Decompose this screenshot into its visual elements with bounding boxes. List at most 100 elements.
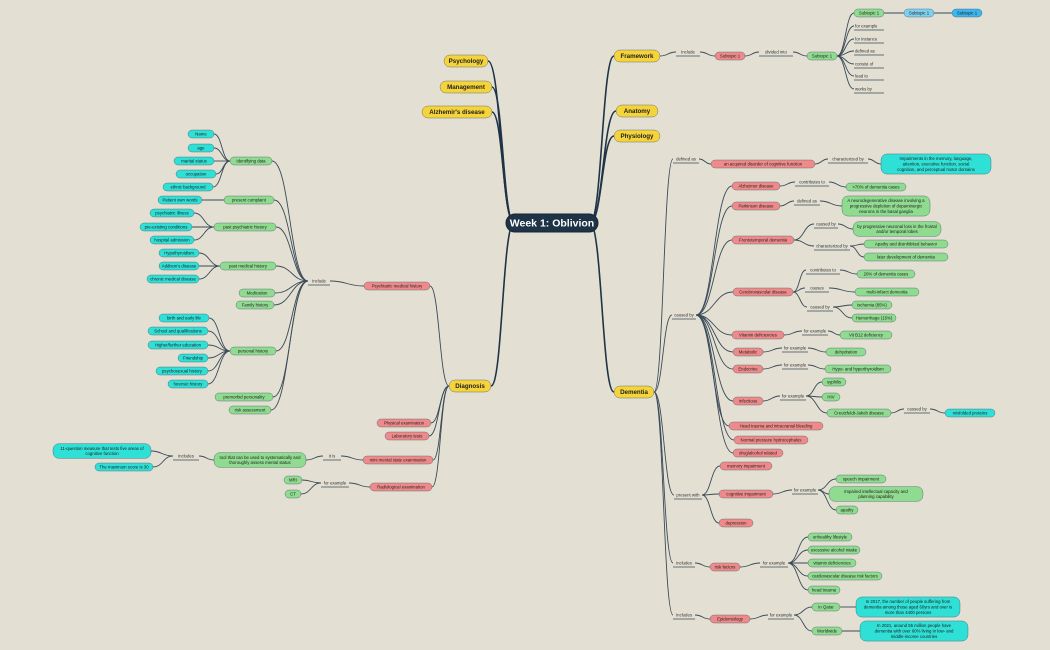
topic-diagnosis[interactable]: Diagnosis <box>448 379 492 393</box>
topic-physiology[interactable]: Physiology <box>613 129 661 143</box>
past-med[interactable]: past medical history <box>219 261 277 271</box>
fw-defined-as[interactable]: defined as <box>854 49 884 56</box>
mmse-includes[interactable]: includes <box>173 454 199 461</box>
cognitive[interactable]: cognitive impairment <box>718 489 774 499</box>
id-age[interactable]: age <box>187 143 215 153</box>
pp-admission[interactable]: hospital admission <box>149 235 195 245</box>
dem-acquired[interactable]: an acquired disorder of cognitive functi… <box>710 159 816 169</box>
pm-chronic[interactable]: chronic medical disease <box>146 274 200 284</box>
epi-qatar-text[interactable]: In 2017, the number of people suffering … <box>855 596 961 618</box>
endo[interactable]: Endocrine <box>732 364 764 374</box>
medication[interactable]: Medication <box>238 288 276 298</box>
fw-subtopic1e[interactable]: Subtopic 1 <box>951 8 983 18</box>
mmse-11q[interactable]: 11-question measure that tests five area… <box>52 443 152 459</box>
ph-birth[interactable]: birth and early life <box>158 313 210 323</box>
vit-for-example[interactable]: for example <box>802 329 828 336</box>
topic-management[interactable]: Management <box>439 80 493 94</box>
pmh[interactable]: Psychiatric medical history <box>363 281 431 291</box>
radio-mri[interactable]: MRI <box>283 475 303 485</box>
inf-syphilis[interactable]: syphilis <box>821 377 847 387</box>
lab-tests[interactable]: Laboratory tests <box>384 431 430 441</box>
epi[interactable]: Epidemiology <box>709 614 751 624</box>
cog-for-example[interactable]: for example <box>792 488 818 495</box>
cvd-contributes[interactable]: contributes to <box>806 268 840 275</box>
met-dehydration[interactable]: dehydration <box>825 347 867 357</box>
pm-hypo[interactable]: Hypothyroidism <box>158 248 200 258</box>
inf-cjd[interactable]: Creutzfeldt-Jakob disease <box>826 408 892 418</box>
dem-defined-as[interactable]: defined as <box>673 157 699 164</box>
fw-lead-to[interactable]: lead to <box>854 74 884 81</box>
ftd-apathy[interactable]: Apathy and disinhibited behavior <box>863 239 949 249</box>
diag-include[interactable]: Include <box>308 279 330 286</box>
ph-school[interactable]: School and qualifications <box>147 326 209 336</box>
risk-unhealthy[interactable]: unhealthy lifestyle <box>807 532 853 542</box>
fw-subtopic1d[interactable]: Subtopic 1 <box>903 8 935 18</box>
drug[interactable]: drug/alcohol related <box>732 448 784 458</box>
risk-vitamin[interactable]: vitamin deficiencies <box>807 558 857 568</box>
head-trauma[interactable]: Head trauma and intracranial bleeding <box>728 421 824 431</box>
inf-caused-by[interactable]: caused by <box>904 407 930 414</box>
fw-divided[interactable]: divided into <box>759 50 793 57</box>
dem-present[interactable]: present with <box>674 493 702 500</box>
park-defined[interactable]: defined as <box>794 199 820 206</box>
fw-for-example[interactable]: for example <box>854 24 884 31</box>
pp-illness[interactable]: psychiatric illness <box>149 208 195 218</box>
inf-prions[interactable]: misfolded proteins <box>944 408 996 418</box>
id-name[interactable]: Name <box>187 129 215 139</box>
fw-subtopic1[interactable]: Subtopic 1 <box>714 51 746 61</box>
fw-consist-of[interactable]: consist of <box>854 62 884 69</box>
dem-caused-by[interactable]: caused by <box>672 313 696 320</box>
past-psych[interactable]: past psychiatric history <box>213 222 277 232</box>
epi-world[interactable]: Worldwide <box>811 626 843 636</box>
endo-thyroid[interactable]: Hypo- and hyperthyroidism <box>824 364 892 374</box>
cog-apathy[interactable]: apathy <box>835 505 859 515</box>
dem-includes1[interactable]: includes <box>673 561 695 568</box>
radio[interactable]: Radiological examination <box>369 482 433 492</box>
risk-for-example[interactable]: for example <box>760 561 788 568</box>
premorbid[interactable]: premorbid personality <box>214 392 274 402</box>
cog-speech[interactable]: speech impairment <box>835 474 887 484</box>
risk-alcohol[interactable]: excessive alcohol intake <box>807 545 861 555</box>
met[interactable]: Metabolic <box>732 347 764 357</box>
topic-dementia[interactable]: Dementia <box>613 385 655 399</box>
family[interactable]: Family history <box>235 300 275 310</box>
id-data[interactable]: Identifying data <box>229 156 273 166</box>
root-node[interactable]: Week 1: Oblivion <box>505 213 599 233</box>
phys-exam[interactable]: Physical examination <box>376 418 432 428</box>
ftd-caused[interactable]: caused by <box>814 222 838 229</box>
vit[interactable]: Vitamin deficiencies <box>731 330 785 340</box>
fw-subtopic1c[interactable]: Subtopic 1 <box>853 8 885 18</box>
radio-for-example[interactable]: for example <box>321 481 349 488</box>
pm-addison[interactable]: Addison's disease <box>158 261 200 271</box>
personal[interactable]: personal history <box>229 346 277 356</box>
cvd-ischemia[interactable]: ischemia (85%) <box>851 300 893 310</box>
pp-preexisting[interactable]: pre-existing conditions <box>139 222 193 232</box>
ftd-late[interactable]: later development of dementia <box>863 252 949 262</box>
mmse-it-is[interactable]: it is <box>323 454 341 461</box>
cvd[interactable]: Cerebrovascular disease <box>732 287 794 297</box>
cvd-20[interactable]: 20% of dementia cases <box>856 269 916 279</box>
inf[interactable]: Infectious <box>732 396 764 406</box>
risk-head[interactable]: head trauma <box>807 585 841 595</box>
ph-friendship[interactable]: Friendship <box>177 353 209 363</box>
risk[interactable]: risk factors <box>709 562 741 572</box>
cvd-causes[interactable]: causes <box>805 286 829 293</box>
mmse[interactable]: mini mental state examination <box>362 455 434 465</box>
risk-cardio[interactable]: cardiovascular disease risk factors <box>807 571 883 581</box>
topic-psychology[interactable]: Psychology <box>443 54 489 68</box>
alz-70[interactable]: >70% of dementia cases <box>845 182 907 192</box>
fw-for-instance[interactable]: for instance <box>854 37 884 44</box>
mmse-max[interactable]: The maximum score is 30 <box>94 462 154 472</box>
epi-for-example[interactable]: for example <box>768 613 794 620</box>
epi-qatar[interactable]: In Qatar <box>811 602 841 612</box>
inf-for-example[interactable]: for example <box>780 394 806 401</box>
mmse-tool[interactable]: tool that can be used to systematically … <box>213 452 307 468</box>
dem-characterized[interactable]: characterized by <box>828 157 868 164</box>
endo-for-example[interactable]: for example <box>782 363 808 370</box>
alz-contributes[interactable]: contributes to <box>795 180 829 187</box>
id-occupation[interactable]: occupation <box>175 169 217 179</box>
vit-b12[interactable]: Vit B12 deficiency <box>839 330 893 340</box>
risk-assess[interactable]: risk assessment <box>228 405 272 415</box>
